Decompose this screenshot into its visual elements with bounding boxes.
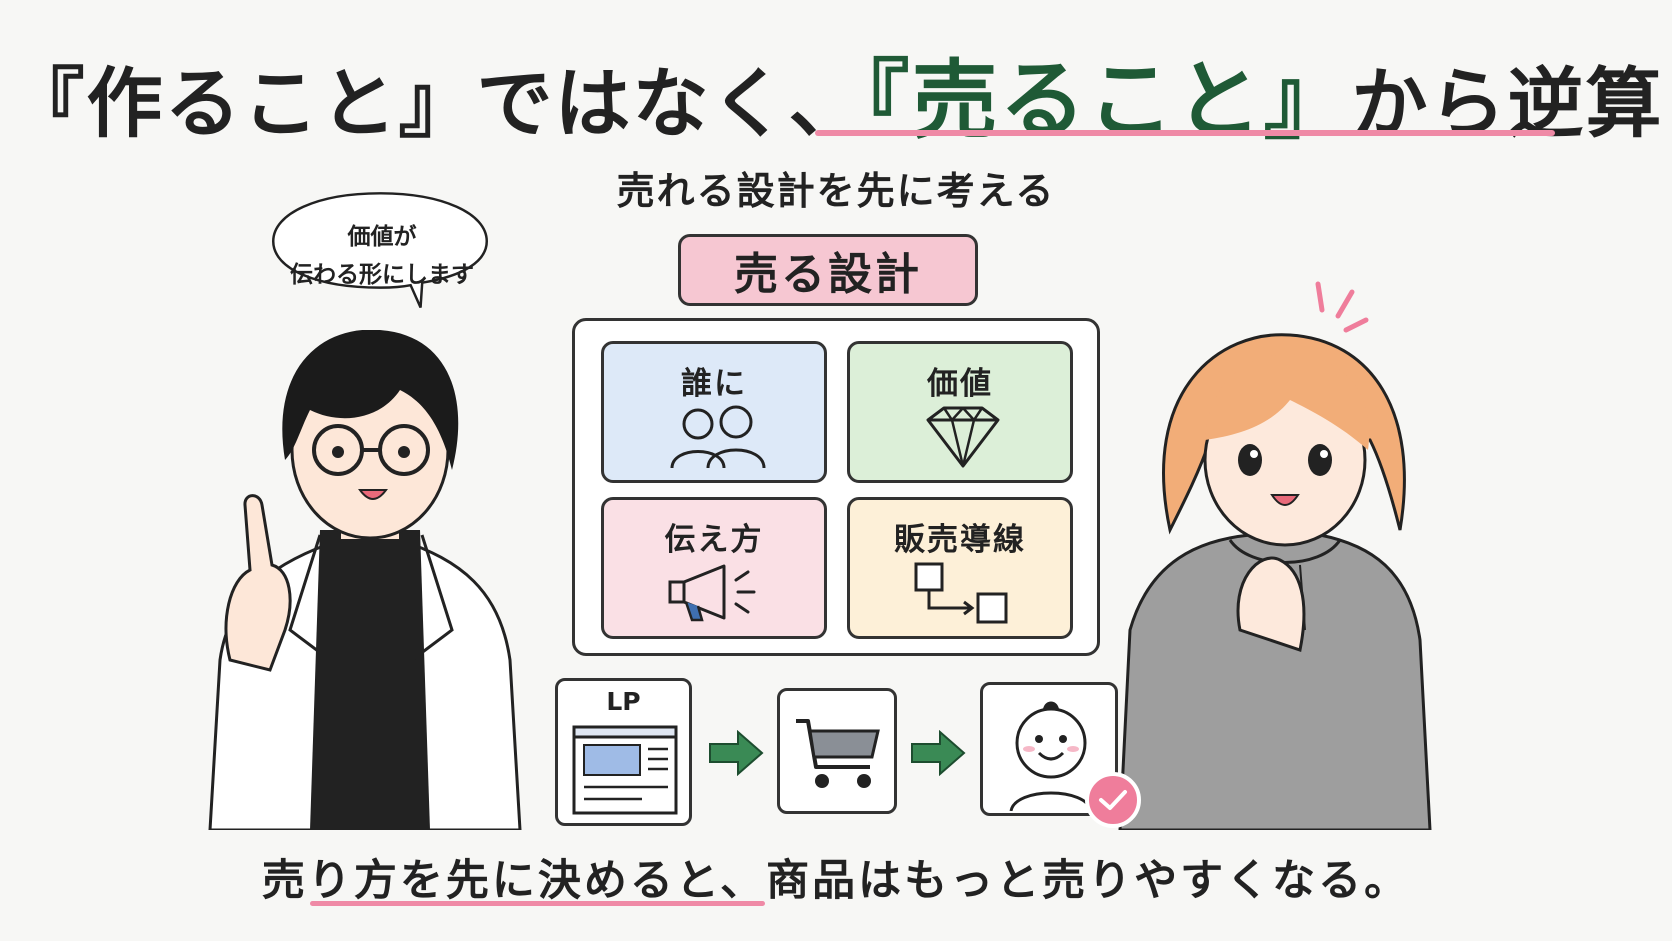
headline-highlight: 『売ること』	[866, 51, 1352, 151]
card-target: 誰に	[601, 341, 827, 483]
headline-underline	[815, 130, 1555, 136]
step-cart	[777, 688, 897, 814]
card-value: 価値	[847, 341, 1073, 483]
tagline-rest: と、商品はもっと売りやすくなる。	[675, 856, 1411, 906]
card-value-label: 価値	[927, 366, 993, 402]
bubble-line-2: 伝わる形にします	[290, 262, 474, 288]
sparkle-icon	[1315, 281, 1369, 333]
megaphone-icon	[668, 564, 756, 622]
bubble-line-1: 価値が	[347, 224, 417, 250]
tagline: 売り方を先に決めると、商品はもっと売りやすくなる。	[0, 846, 1672, 908]
client-illustration	[1118, 333, 1432, 830]
card-messaging-label: 伝え方	[664, 522, 764, 558]
shopping-cart-icon	[796, 719, 880, 788]
tagline-underline	[310, 901, 765, 906]
flow-arrow-2	[911, 730, 966, 776]
lp-label: LP	[606, 687, 641, 716]
card-sales-funnel: 販売導線	[847, 497, 1073, 639]
lp-page-icon	[572, 725, 678, 815]
headline: 『作ること』ではなく、『売ること』から逆算	[0, 30, 1672, 155]
card-messaging: 伝え方	[601, 497, 827, 639]
flow-icon	[914, 562, 1008, 624]
card-target-label: 誰に	[681, 366, 747, 402]
flow-arrow-1	[709, 730, 764, 776]
tagline-emphasis: 売り方を先に決める	[261, 856, 676, 906]
consultant-illustration	[208, 330, 522, 830]
subtitle: 売れる設計を先に考える	[616, 169, 1056, 213]
check-icon	[1099, 790, 1127, 810]
headline-prefix: 『作ること』ではなく、	[8, 59, 867, 148]
bubble-text: 価値が 伝わる形にします	[252, 218, 512, 294]
people-icon	[670, 405, 766, 469]
diamond-icon	[926, 406, 1000, 468]
speech-bubble	[271, 192, 489, 309]
design-frame: 誰に 価値 伝え方 販売導線	[572, 318, 1100, 656]
design-pill: 売る設計	[678, 234, 978, 306]
step-landing-page: LP	[555, 678, 692, 826]
check-badge	[1085, 772, 1141, 828]
card-sales-funnel-label: 販売導線	[894, 522, 1026, 558]
